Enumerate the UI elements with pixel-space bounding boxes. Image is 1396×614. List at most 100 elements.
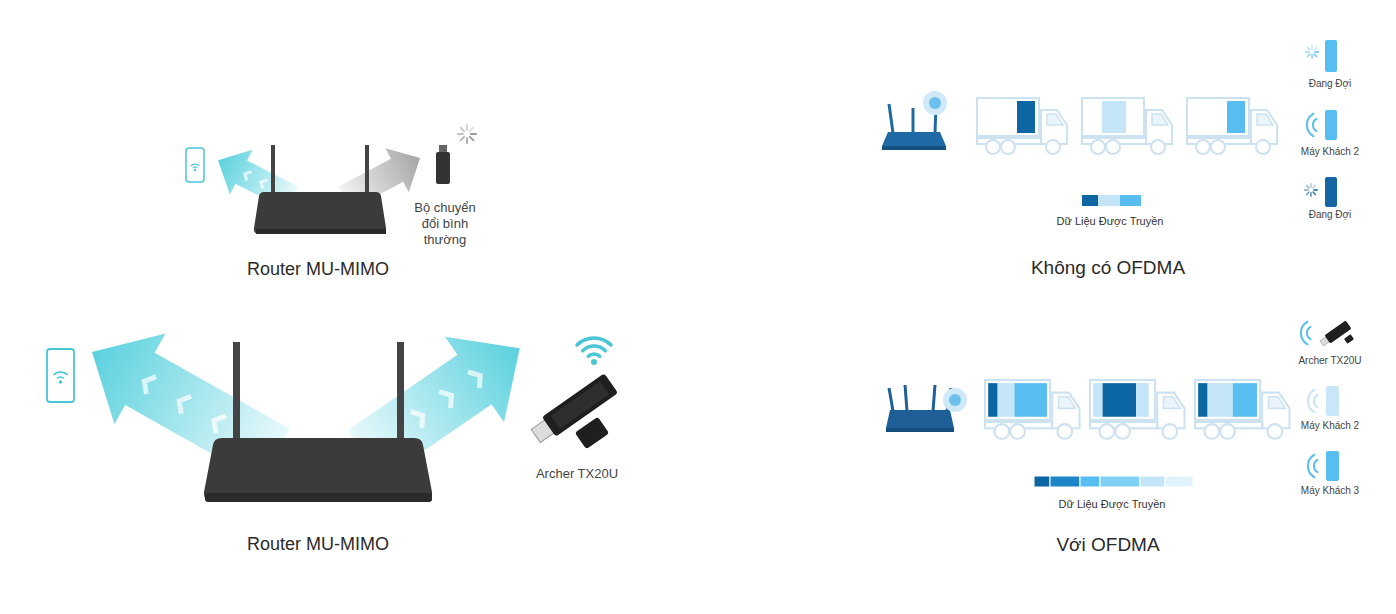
device-label: Máy Khách 2	[1270, 145, 1390, 158]
client-device	[1326, 451, 1339, 481]
panel-caption: Với OFDMA	[978, 533, 1238, 557]
truck-shape	[1082, 98, 1172, 154]
data-truck	[1082, 98, 1172, 154]
data-truck	[1187, 98, 1277, 154]
adapter-cap	[1344, 334, 1354, 344]
truck-shape	[1090, 380, 1185, 439]
router-antenna	[889, 104, 893, 133]
adapter-connector	[439, 145, 447, 153]
truck-shape	[985, 380, 1080, 439]
signal-glow	[949, 394, 961, 406]
data-bar-segment	[1100, 476, 1140, 487]
router-antenna	[912, 108, 915, 133]
data-bar-segment	[1098, 195, 1120, 206]
data-truck	[1090, 380, 1185, 439]
signal-waves	[1301, 322, 1311, 345]
router-base	[256, 229, 386, 234]
truck-shape	[1187, 98, 1277, 154]
wifi-arc	[53, 372, 67, 375]
signal-glow	[943, 388, 967, 412]
router-body	[254, 192, 386, 234]
waiting-spinner	[1305, 184, 1318, 197]
wifi-arc	[191, 164, 199, 166]
data-bar-segment	[1140, 476, 1165, 487]
data-label: Dữ Liệu Được Truyền	[1000, 214, 1220, 228]
waiting-spinner	[458, 125, 476, 143]
signal-waves	[1308, 455, 1318, 478]
router-antenna	[397, 342, 404, 452]
data-block	[1014, 383, 1047, 417]
device-label: Đang Đợi	[1270, 208, 1390, 221]
router-antenna	[933, 385, 935, 411]
wifi-dot	[59, 380, 63, 384]
data-bar-segment	[1080, 476, 1100, 487]
phone-icon	[47, 349, 74, 402]
data-block	[1103, 383, 1137, 417]
data-block	[1208, 383, 1233, 417]
data-bar-segment	[1034, 476, 1050, 487]
data-block	[1227, 101, 1245, 133]
router-base	[886, 428, 954, 432]
device-label: Archer TX20U	[1270, 354, 1390, 367]
data-block	[1136, 383, 1149, 417]
tx20u-adapter	[1319, 320, 1352, 347]
arrow-chevron	[243, 169, 252, 180]
panel-caption: Router MU-MIMO	[208, 533, 428, 556]
data-block	[988, 383, 997, 417]
cap-body	[575, 417, 609, 449]
phone-icon	[186, 148, 204, 182]
panel-caption: Không có OFDMA	[978, 256, 1238, 280]
wifi-arc	[193, 166, 197, 168]
device-label: Archer TX20U	[497, 466, 657, 482]
panel-caption: Router MU-MIMO	[208, 258, 428, 281]
data-label: Dữ Liệu Được Truyền	[1002, 497, 1222, 511]
arrow-chevron	[468, 367, 486, 388]
arrow-chevron	[139, 373, 156, 394]
router-antenna	[905, 385, 907, 411]
router-antenna	[233, 342, 240, 452]
router-antenna	[271, 145, 275, 200]
device-label: Máy Khách 3	[1270, 484, 1390, 497]
truck-shape	[977, 98, 1067, 154]
data-bar-segment	[1082, 195, 1098, 206]
wifi-dot	[194, 169, 196, 171]
signal-waves	[1308, 390, 1318, 413]
data-truck	[985, 380, 1080, 439]
data-block	[998, 383, 1015, 417]
data-bar-segment	[1120, 195, 1141, 206]
device-label: Máy Khách 2	[1270, 419, 1390, 432]
wifi-arc	[57, 377, 64, 378]
wifi-arc	[583, 346, 606, 351]
data-bar-segment	[1165, 476, 1193, 487]
signal-glow	[923, 91, 947, 115]
client-device	[1325, 40, 1337, 72]
data-bar-segment	[1050, 476, 1080, 487]
arrow-chevron	[209, 412, 226, 433]
adapter-icon	[436, 152, 450, 184]
router-antenna	[365, 145, 369, 200]
client-device	[1325, 177, 1337, 207]
wifi-dot	[591, 359, 597, 365]
device-label: Bộ chuyển đổi bình thường	[409, 200, 481, 248]
router-base	[205, 493, 432, 502]
data-block	[1233, 383, 1257, 417]
signal-waves	[1307, 114, 1317, 137]
adapter-cap	[575, 417, 609, 449]
arrow-chevron	[410, 407, 428, 428]
router-antenna	[889, 388, 893, 411]
arrow-chevron	[259, 178, 268, 189]
data-block	[1017, 101, 1035, 133]
waiting-spinner	[1306, 46, 1319, 59]
truck-shape	[1195, 380, 1290, 439]
wifi-arc	[577, 338, 611, 345]
client-device	[1326, 386, 1339, 416]
data-truck	[977, 98, 1067, 154]
signal-glow	[929, 97, 941, 109]
router-icon	[886, 410, 954, 428]
wifi-arc	[588, 354, 599, 356]
data-block	[1102, 101, 1126, 133]
data-truck	[1195, 380, 1290, 439]
router-base	[882, 146, 946, 150]
arrow-chevron	[439, 387, 457, 408]
